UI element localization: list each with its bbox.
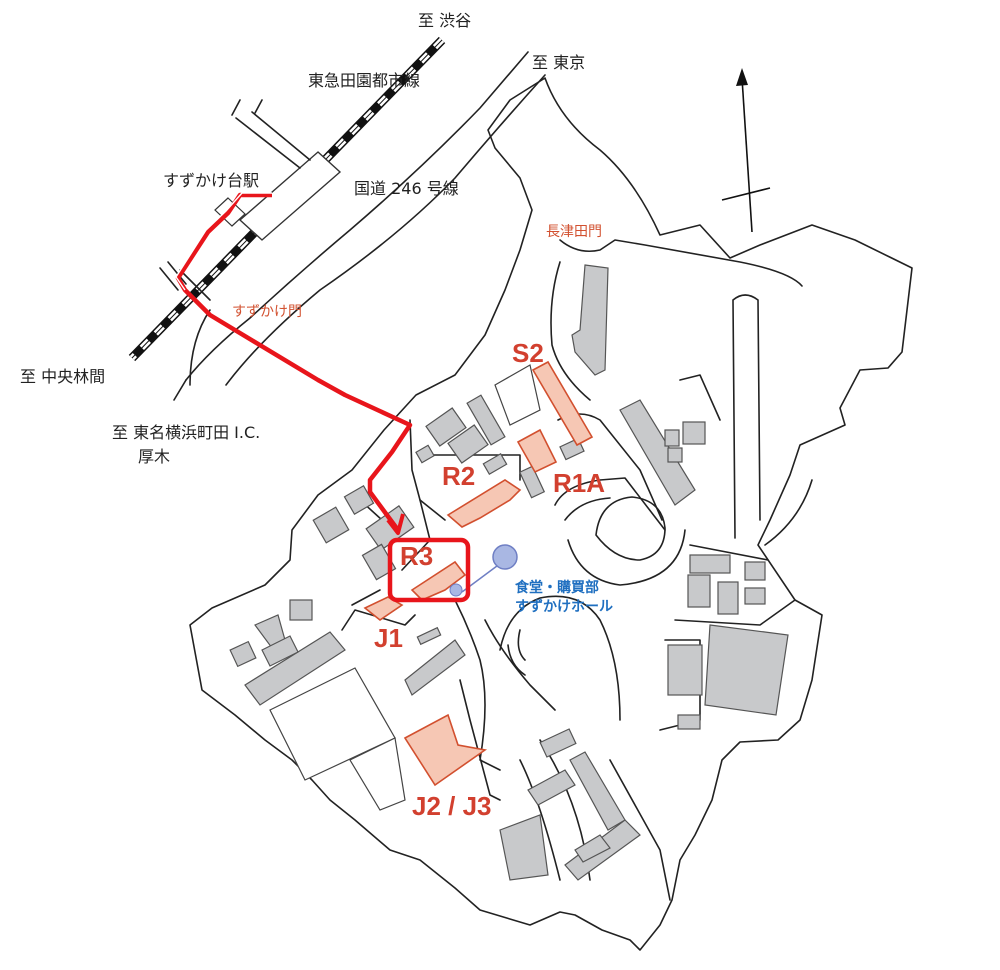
- building-r1a-shape: [516, 428, 558, 474]
- building-j2j3-shape: [403, 713, 488, 787]
- label-suzukake-gate: すずかけ門: [232, 304, 302, 320]
- station-roads: [159, 99, 311, 301]
- building-r2-shape: [446, 479, 522, 528]
- label-route-246: 国道 246 号線: [354, 179, 459, 198]
- large-white-buildings: [269, 364, 541, 811]
- north-arrow-icon: [721, 68, 771, 233]
- label-to-tomei-2: 厚木: [138, 447, 170, 466]
- label-railway-line: 東急田園都市線: [308, 71, 420, 90]
- label-to-chuorinkan: 至 中央林間: [20, 367, 105, 386]
- label-building-r3: R3: [400, 541, 433, 571]
- campus-buildings: [229, 264, 789, 881]
- label-to-shibuya: 至 渋谷: [418, 11, 471, 30]
- building-s2-shape: [531, 360, 594, 447]
- label-building-r1a: R1A: [553, 468, 605, 498]
- label-building-s2: S2: [512, 338, 544, 368]
- label-nagatsuta-gate: 長津田門: [546, 224, 602, 240]
- label-to-tomei-1: 至 東名横浜町田 I.C.: [112, 423, 260, 442]
- route-246-road: [173, 51, 546, 401]
- label-cafeteria: 食堂・購買部: [515, 579, 599, 596]
- station-platform: [214, 151, 342, 241]
- label-building-j2j3: J2 / J3: [412, 791, 492, 821]
- walking-route: [175, 192, 413, 535]
- label-to-tokyo: 至 東京: [532, 53, 585, 72]
- highlighted-buildings: [363, 360, 594, 787]
- destination-box: [387, 537, 471, 603]
- label-suzukake-hall: すずかけホール: [515, 598, 613, 615]
- label-building-j1: J1: [374, 623, 403, 653]
- label-building-r2: R2: [442, 461, 475, 491]
- label-station: すずかけ台駅: [163, 171, 259, 190]
- building-j1-shape: [363, 596, 404, 621]
